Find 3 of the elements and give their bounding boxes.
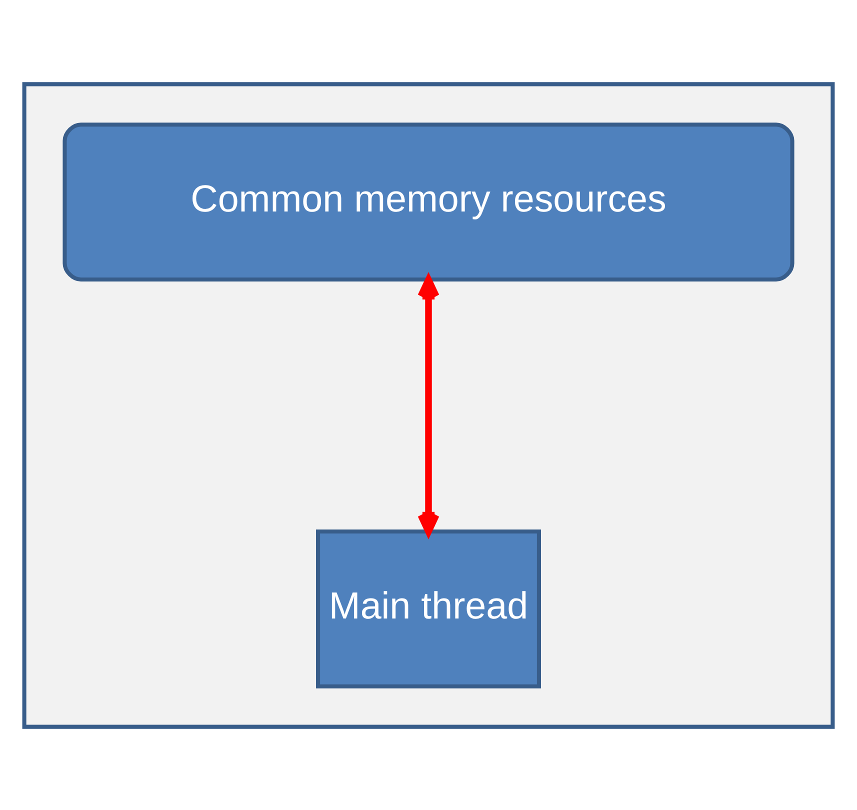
cluster — [22, 82, 835, 728]
node-box: Common memory resources — [62, 122, 794, 282]
node-box: Main thread — [316, 528, 541, 688]
